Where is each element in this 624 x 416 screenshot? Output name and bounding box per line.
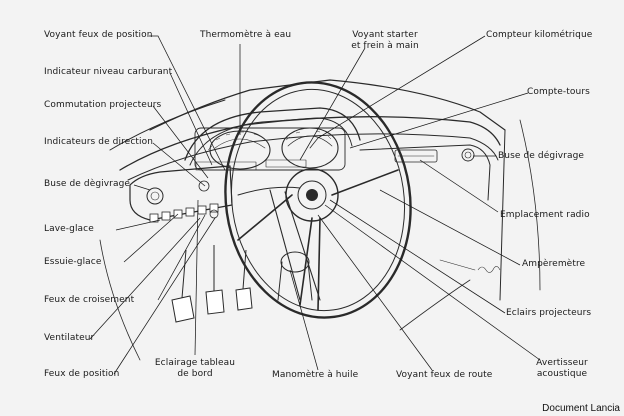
speedometer-gauge [281,127,339,169]
label-avertisseur-acoustique: Avertisseur acoustique [526,358,598,380]
label-eclairage-tableau-line2: de bord [177,369,213,379]
label-eclairage-tableau: Eclairage tableau de bord [146,358,244,380]
label-compteur-kilometrique: Compteur kilométrique [486,30,593,40]
label-voyant-starter: Voyant starter et frein à main [346,30,424,52]
label-avertisseur-line2: acoustique [536,369,588,379]
label-buse-degivrage-gauche: Buse de dègivrage [44,179,131,189]
label-thermometre-eau: Thermomètre à eau [200,30,292,40]
label-voyant-feux-route: Voyant feux de route [396,370,493,380]
label-emplacement-radio: Emplacement radio [500,210,590,220]
pedals [171,245,253,323]
label-feux-croisement: Feux de croisement [44,295,135,305]
label-voyant-feux-position: Voyant feux de position [44,30,153,40]
label-voyant-starter-line2: et frein à main [351,41,419,51]
document-credit: Document Lancia [542,403,620,414]
label-avertisseur-line1: Avertisseur [536,358,588,368]
label-feux-position: Feux de position [44,369,120,379]
label-voyant-starter-line1: Voyant starter [352,30,418,40]
label-manometre-huile: Manomètre à huile [272,370,359,380]
steering-wheel [224,81,412,319]
label-lave-glace: Lave-glace [44,224,94,234]
steering-hub [285,168,339,222]
label-eclairage-tableau-line1: Eclairage tableau [154,358,236,368]
label-indicateur-carburant: Indicateur niveau carburant [44,67,173,77]
label-commutation-projecteurs: Commutation projecteurs [44,100,162,110]
label-compte-tours: Compte-tours [527,87,590,97]
label-eclairs-projecteurs: Eclairs projecteurs [506,308,592,318]
tachometer-gauge [209,130,271,170]
label-essuie-glace: Essuie-glace [44,257,102,267]
label-amperemetre: Ampèremètre [522,259,586,269]
label-ventilateur: Ventilateur [44,333,95,343]
label-indicateurs-direction: Indicateurs de direction [44,137,154,147]
switch-row [149,203,219,223]
label-buse-degivrage-droite: Buse de dégivrage [498,151,585,161]
